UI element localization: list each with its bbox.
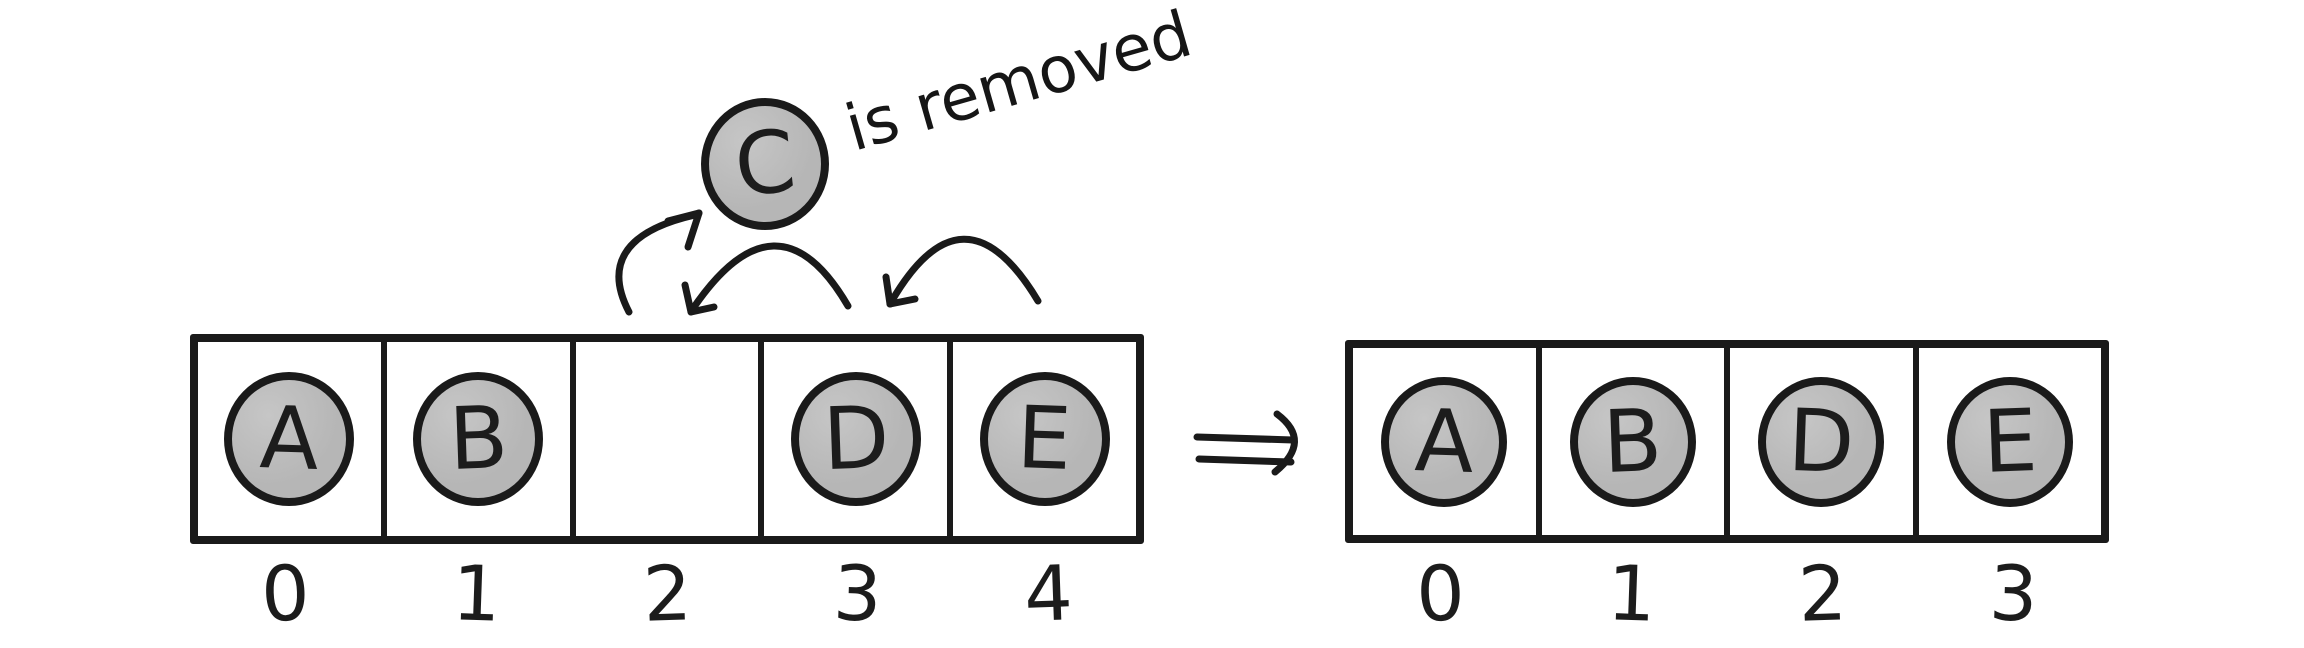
array-before-cell-3: D xyxy=(764,342,954,536)
index-label: 2 xyxy=(641,548,693,639)
shift-left-arrow-d-icon xyxy=(681,242,852,316)
array-after-cell-3: E xyxy=(1919,348,2102,535)
index-label: 1 xyxy=(450,548,502,639)
shift-left-arrow-e-icon xyxy=(882,235,1042,308)
element-circle: D xyxy=(1758,376,1885,507)
array-before: A B D E xyxy=(190,334,1144,544)
array-before-cell-0: A xyxy=(198,342,387,536)
element-letter: A xyxy=(1413,390,1476,493)
element-circle: A xyxy=(1381,376,1508,507)
removed-element-circle: C xyxy=(701,98,829,230)
index-label: 3 xyxy=(832,548,884,639)
index-label: 4 xyxy=(1022,548,1075,639)
element-letter: B xyxy=(446,388,510,490)
index-label: 1 xyxy=(1605,548,1658,639)
element-letter: A xyxy=(258,388,321,490)
removed-annotation-text: is removed xyxy=(837,0,1200,167)
element-letter: E xyxy=(1980,390,2039,493)
array-before-indices: 0 1 2 3 4 xyxy=(190,548,1144,639)
array-after-cell-0: A xyxy=(1353,348,1542,535)
array-before-cell-2-empty xyxy=(576,342,765,536)
element-circle: E xyxy=(1946,376,2073,507)
element-circle: D xyxy=(790,372,921,506)
array-before-cell-1: B xyxy=(387,342,576,536)
array-after-cell-2: D xyxy=(1730,348,1919,535)
element-letter: E xyxy=(1015,388,1074,490)
removed-element-letter: C xyxy=(729,111,801,217)
array-after-cell-1: B xyxy=(1542,348,1730,535)
index-label: 2 xyxy=(1796,548,1849,639)
element-circle: A xyxy=(224,372,355,506)
element-circle: B xyxy=(1569,376,1696,507)
array-after: A B D E xyxy=(1345,340,2109,543)
index-label: 0 xyxy=(1414,548,1467,639)
index-label: 3 xyxy=(1987,548,2040,639)
index-label: 0 xyxy=(259,548,312,639)
remove-arrow-icon xyxy=(615,209,703,316)
implies-arrow-icon xyxy=(1193,410,1298,476)
element-circle: E xyxy=(979,372,1110,506)
element-letter: B xyxy=(1601,390,1664,493)
element-letter: D xyxy=(820,387,891,491)
array-before-cell-4: E xyxy=(953,342,1136,536)
element-circle: B xyxy=(413,372,544,506)
element-letter: D xyxy=(1786,390,1857,493)
array-after-indices: 0 1 2 3 xyxy=(1345,548,2109,639)
